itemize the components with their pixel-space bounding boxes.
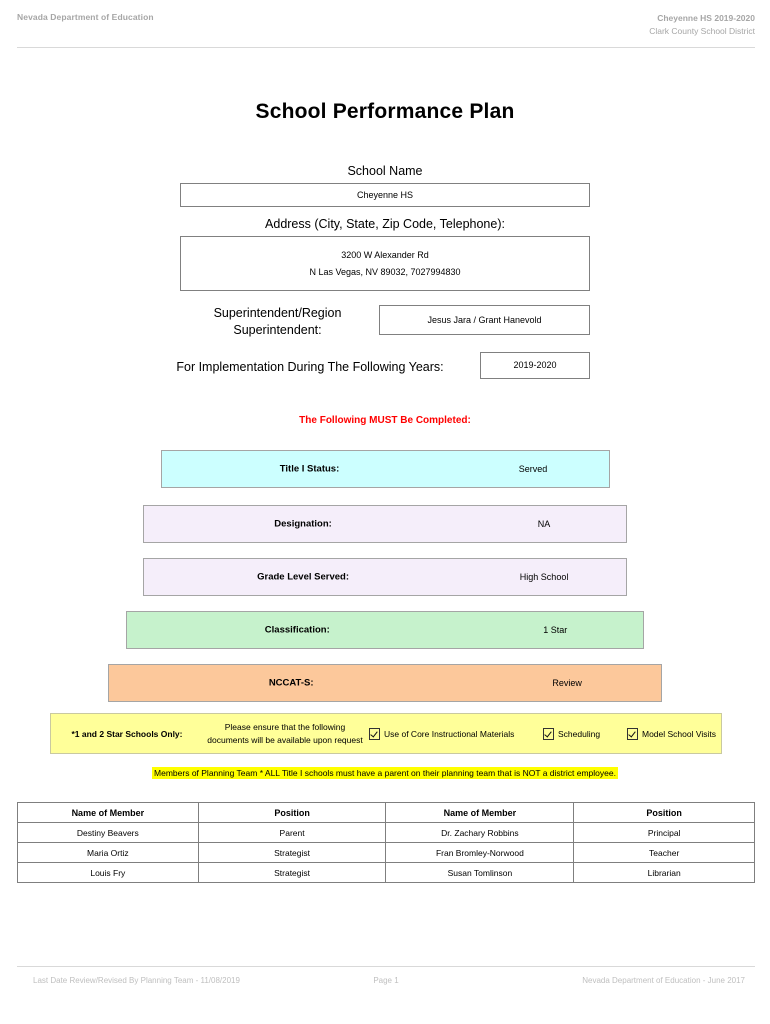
column-header-name-2: Name of Member <box>385 802 575 823</box>
status-bar-value: Review <box>552 678 582 688</box>
table-row: Maria Ortiz Strategist Fran Bromley-Norw… <box>17 842 755 863</box>
star-schools-title: *1 and 2 Star Schools Only: <box>71 728 183 739</box>
superintendent-value: Jesus Jara / Grant Hanevold <box>427 314 542 325</box>
school-name-label: School Name <box>347 164 423 178</box>
star-schools-note-line-1: Please ensure that the following <box>224 721 346 732</box>
footer-source: Nevada Department of Education - June 20… <box>582 976 745 985</box>
status-bar-label: Title I Status: <box>279 463 340 475</box>
member-position[interactable]: Strategist <box>197 842 387 863</box>
superintendent-label-line-1: Superintendent/Region <box>213 306 342 320</box>
planning-team-table: Name of Member Position Name of Member P… <box>17 802 755 883</box>
header-divider <box>17 47 755 48</box>
member-name[interactable]: Susan Tomlinson <box>385 862 575 883</box>
member-position[interactable]: Strategist <box>197 862 387 883</box>
header-district: Clark County School District <box>649 26 755 36</box>
footer-last-revised: Last Date Review/Revised By Planning Tea… <box>33 976 240 985</box>
address-line-2: N Las Vegas, NV 89032, 7027994830 <box>309 266 461 277</box>
checkbox-scheduling[interactable]: Scheduling <box>543 727 601 740</box>
status-bar-label: Grade Level Served: <box>257 571 349 583</box>
superintendent-label-line-2: Superintendent: <box>233 323 322 337</box>
status-bar-label: NCCAT-S: <box>268 677 314 689</box>
page-title: School Performance Plan <box>255 100 515 123</box>
page-header: Nevada Department of Education Cheyenne … <box>17 12 755 46</box>
implementation-years-field[interactable]: 2019-2020 <box>480 352 590 379</box>
member-position[interactable]: Teacher <box>573 842 755 863</box>
checkbox-model-school-visits[interactable]: Model School Visits <box>627 727 717 740</box>
checkmark-icon[interactable] <box>369 727 380 740</box>
member-name[interactable]: Destiny Beavers <box>17 822 199 843</box>
member-name[interactable]: Louis Fry <box>17 862 199 883</box>
member-position[interactable]: Parent <box>197 822 387 843</box>
address-line-1: 3200 W Alexander Rd <box>341 249 429 260</box>
checkbox-label: Model School Visits <box>642 728 717 739</box>
school-name-value: Cheyenne HS <box>356 189 414 200</box>
page-footer: Last Date Review/Revised By Planning Tea… <box>17 966 755 992</box>
checkbox-label: Scheduling <box>558 728 601 739</box>
header-school-info: Cheyenne HS 2019-2020 Clark County Schoo… <box>649 12 755 38</box>
planning-team-note-text: Members of Planning Team * ALL Title I s… <box>152 767 618 779</box>
checkbox-core-instructional-materials[interactable]: Use of Core Instructional Materials <box>369 727 515 740</box>
star-schools-note-line-2: documents will be available upon request <box>207 734 363 745</box>
status-bar-value: High School <box>519 572 569 582</box>
checkmark-icon[interactable] <box>543 727 554 740</box>
column-header-position-1: Position <box>197 802 387 823</box>
implementation-years-label: For Implementation During The Following … <box>176 360 444 374</box>
superintendent-label: Superintendent/Region Superintendent: <box>180 305 375 339</box>
must-be-completed-notice: The Following MUST Be Completed: <box>299 415 471 426</box>
star-schools-band: *1 and 2 Star Schools Only: Please ensur… <box>50 713 722 754</box>
member-name[interactable]: Dr. Zachary Robbins <box>385 822 575 843</box>
header-agency-name: Nevada Department of Education <box>17 12 154 22</box>
status-bar-label: Designation: <box>274 518 332 530</box>
status-bar-designation[interactable]: Designation: NA <box>143 505 627 543</box>
footer-divider <box>17 966 755 967</box>
column-header-name-1: Name of Member <box>17 802 199 823</box>
status-bar-value: 1 Star <box>543 625 568 635</box>
checkbox-label: Use of Core Instructional Materials <box>384 728 515 739</box>
status-bar-label: Classification: <box>264 624 330 636</box>
superintendent-field[interactable]: Jesus Jara / Grant Hanevold <box>379 305 590 335</box>
status-bar-title-i-status[interactable]: Title I Status: Served <box>161 450 610 488</box>
status-bar-nccat-s[interactable]: NCCAT-S: Review <box>108 664 662 702</box>
planning-team-note: Members of Planning Team * ALL Title I s… <box>0 767 770 779</box>
checkmark-icon[interactable] <box>627 727 638 740</box>
member-name[interactable]: Maria Ortiz <box>17 842 199 863</box>
implementation-years-value: 2019-2020 <box>513 360 557 370</box>
status-bar-grade-level-served[interactable]: Grade Level Served: High School <box>143 558 627 596</box>
status-bar-value: NA <box>537 519 551 529</box>
footer-page-number: Page 1 <box>373 976 399 985</box>
table-row: Louis Fry Strategist Susan Tomlinson Lib… <box>17 862 755 883</box>
star-schools-note: Please ensure that the following documen… <box>199 721 371 747</box>
header-school-year: Cheyenne HS 2019-2020 <box>657 13 755 23</box>
status-bar-classification[interactable]: Classification: 1 Star <box>126 611 644 649</box>
school-name-field[interactable]: Cheyenne HS <box>180 183 590 207</box>
member-name[interactable]: Fran Bromley-Norwood <box>385 842 575 863</box>
status-bar-value: Served <box>518 464 548 474</box>
table-row: Destiny Beavers Parent Dr. Zachary Robbi… <box>17 822 755 843</box>
member-position[interactable]: Librarian <box>573 862 755 883</box>
column-header-position-2: Position <box>573 802 755 823</box>
address-label: Address (City, State, Zip Code, Telephon… <box>265 217 505 231</box>
address-field[interactable]: 3200 W Alexander Rd N Las Vegas, NV 8903… <box>180 236 590 291</box>
table-header-row: Name of Member Position Name of Member P… <box>17 802 755 823</box>
member-position[interactable]: Principal <box>573 822 755 843</box>
